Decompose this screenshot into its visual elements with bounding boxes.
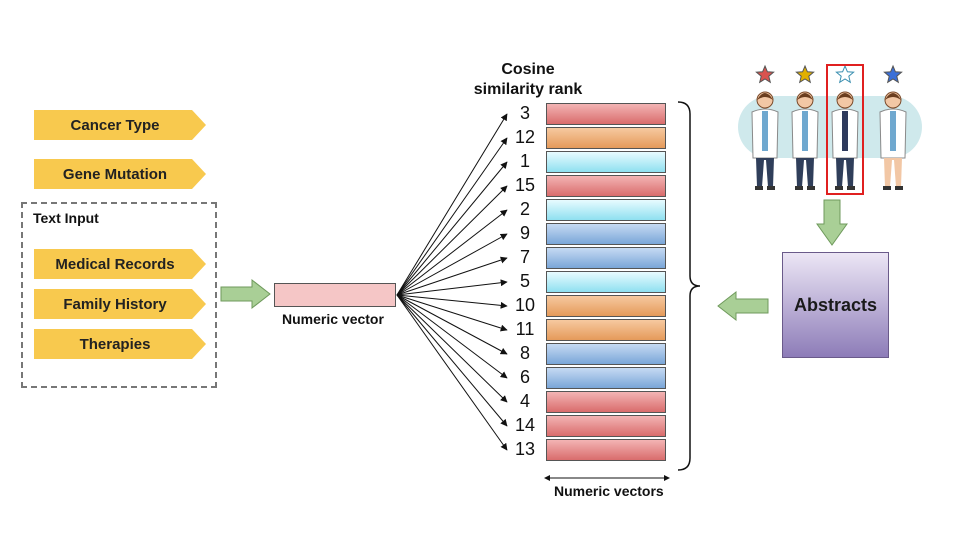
- star-icon: [795, 64, 815, 84]
- tag-shape: [34, 110, 206, 140]
- fan-arrow: [396, 233, 508, 296]
- star-icon: [755, 64, 775, 84]
- fan-arrow: [396, 161, 508, 296]
- tag-shape: [34, 289, 206, 319]
- numeric-vector-bar: [546, 439, 666, 461]
- tag-gene-mutation: Gene Mutation: [34, 159, 206, 189]
- numeric-vector: [274, 283, 396, 307]
- doctors-illustration: [738, 64, 922, 195]
- doctors-down-arrow: [816, 199, 848, 246]
- tag-family-history: Family History: [34, 289, 206, 319]
- numeric-vector-bar: [546, 343, 666, 365]
- rank-label: 10: [514, 295, 536, 315]
- fan-arrow: [396, 185, 508, 296]
- doctor-figure: [826, 64, 864, 195]
- text-input-group: [21, 202, 217, 388]
- doctor-figure: [879, 64, 907, 190]
- rank-label: 14: [514, 415, 536, 435]
- numeric-vector-bar: [546, 271, 666, 293]
- tag-shape: [34, 329, 206, 359]
- doctor-figure: [791, 64, 819, 190]
- abstracts-box: Abstracts: [782, 252, 889, 358]
- numeric-vector-bar: [546, 199, 666, 221]
- rank-label: 8: [519, 343, 530, 363]
- rank-label: 7: [519, 247, 530, 267]
- fan-arrow: [396, 256, 508, 296]
- fan-arrow: [396, 137, 508, 296]
- tag-label: Family History: [63, 295, 167, 313]
- rank-label: 1: [519, 151, 530, 171]
- numeric-vector-bar: [546, 175, 666, 197]
- fan-arrow: [396, 279, 508, 296]
- tag-shape: [34, 159, 206, 189]
- abstracts-arrow: [717, 290, 769, 322]
- numeric-vector-bar: [546, 319, 666, 341]
- tag-label: Medical Records: [55, 255, 175, 273]
- doctor-figure: [751, 64, 779, 190]
- tag-medical-records: Medical Records: [34, 249, 206, 279]
- fan-arrow: [396, 294, 508, 309]
- cosine-header: Cosine similarity rank: [470, 60, 586, 100]
- rank-label: 15: [514, 175, 536, 195]
- rank-label: 9: [519, 223, 530, 243]
- fan-arrow: [396, 294, 508, 427]
- numeric-vector-bar: [546, 127, 666, 149]
- tag-shape: [34, 249, 206, 279]
- numeric-vector-bar: [546, 295, 666, 317]
- rank-label: 6: [519, 367, 530, 387]
- numeric-vector-bar: [546, 103, 666, 125]
- fan-arrow: [396, 294, 508, 379]
- tag-label: Therapies: [79, 335, 151, 353]
- rank-label: 13: [514, 439, 536, 459]
- star-icon: [883, 64, 903, 84]
- rank-label: 12: [514, 127, 536, 147]
- fan-arrow: [396, 294, 508, 403]
- fan-arrow: [396, 294, 508, 332]
- numeric-vectors-span-arrow: [544, 475, 670, 481]
- numeric-vector-bar: [546, 367, 666, 389]
- fan-arrow: [396, 294, 508, 451]
- rank-label: 11: [515, 319, 535, 339]
- doctors-background: [738, 96, 922, 158]
- cosine-header-line1: Cosine: [501, 61, 555, 78]
- numeric-vector-bar: [546, 415, 666, 437]
- numeric-vector-bar: [546, 223, 666, 245]
- rank-label: 5: [519, 271, 530, 291]
- tag-cancer-type: Cancer Type: [34, 110, 206, 140]
- tag-label: Gene Mutation: [62, 165, 168, 183]
- numeric-vectors-label: Numeric vectors: [554, 483, 664, 499]
- rank-label: 4: [519, 391, 530, 411]
- input-arrow: [220, 279, 271, 309]
- numeric-vector-bar: [546, 247, 666, 269]
- rank-label: 3: [519, 103, 530, 123]
- text-input-title: Text Input: [33, 210, 99, 226]
- numeric-vector-bar: [546, 151, 666, 173]
- cosine-header-line2: similarity rank: [473, 81, 583, 98]
- tag-label: Cancer Type: [70, 116, 160, 134]
- numeric-vector-bar: [546, 391, 666, 413]
- selected-doctor-highlight: [826, 64, 864, 195]
- rank-label: 2: [519, 199, 530, 219]
- right-brace: [677, 101, 701, 471]
- fan-arrow: [396, 294, 508, 355]
- fan-arrow: [396, 113, 508, 296]
- star-icon: [835, 64, 855, 84]
- fan-arrow: [396, 209, 508, 296]
- tag-therapies: Therapies: [34, 329, 206, 359]
- numeric-vector-label: Numeric vector: [282, 311, 384, 327]
